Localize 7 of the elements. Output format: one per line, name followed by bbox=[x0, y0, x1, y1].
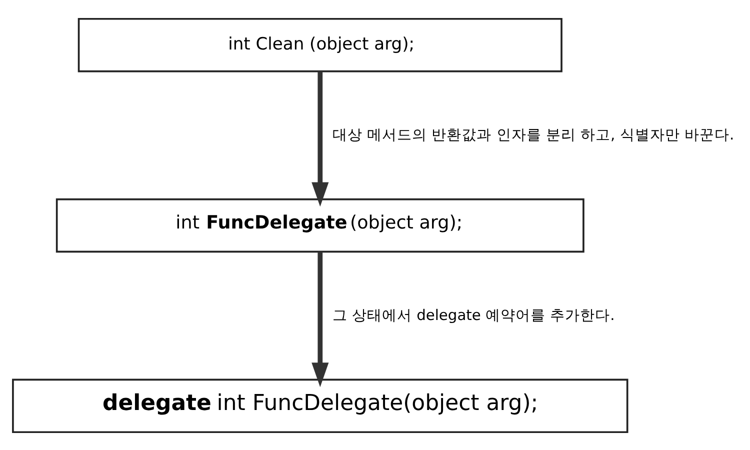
node-box: int FuncDelegate(object arg); bbox=[56, 198, 584, 252]
node-box: delegate int FuncDelegate(object arg); bbox=[12, 378, 628, 433]
node-box: int Clean (object arg); bbox=[78, 17, 562, 72]
arrow bbox=[312, 251, 329, 387]
edge-label: 대상 메서드의 반환값과 인자를 분리 하고, 식별자만 바꾼다. bbox=[332, 126, 734, 144]
arrow bbox=[312, 70, 329, 206]
edge-label: 그 상태에서 delegate 예약어를 추가한다. bbox=[332, 306, 615, 324]
